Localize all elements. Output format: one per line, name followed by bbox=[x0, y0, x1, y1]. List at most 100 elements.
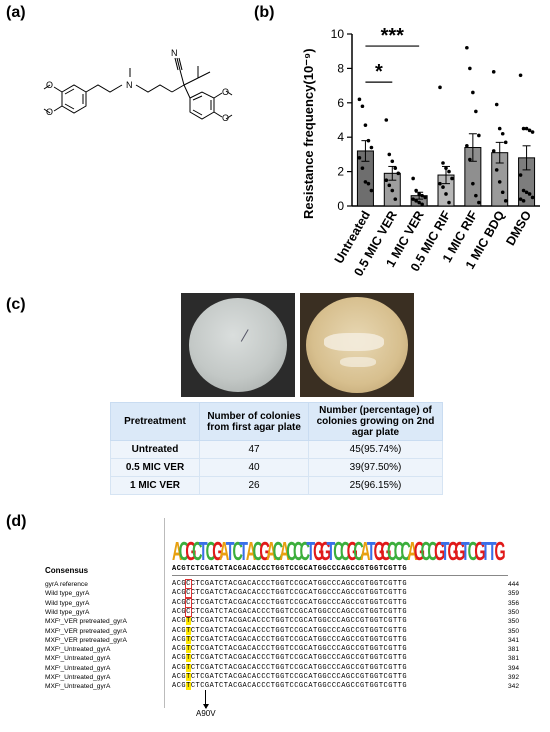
data-point bbox=[417, 200, 421, 205]
arrow-head-icon bbox=[203, 704, 209, 709]
significance-label: * bbox=[375, 61, 383, 83]
data-point bbox=[524, 126, 529, 131]
table-cell: 0.5 MIC VER bbox=[110, 458, 200, 477]
logo-letter: G bbox=[434, 538, 445, 564]
logo-letter: A bbox=[172, 538, 182, 564]
logo-letter: G bbox=[380, 538, 391, 564]
table-cell: 47 bbox=[199, 440, 309, 459]
data-point bbox=[518, 73, 523, 78]
data-point bbox=[471, 90, 475, 95]
sequence-text: ACGCCTCGATCTACGACACCCTGGTCCGCATGGCCCAGCC… bbox=[172, 588, 408, 599]
logo-letter: C bbox=[468, 538, 478, 564]
sequence-name: MXFʳ_Untreated_gyrA bbox=[45, 655, 111, 663]
data-point bbox=[444, 166, 448, 170]
logo-letter: G bbox=[414, 538, 425, 564]
logo-letter: C bbox=[333, 538, 343, 564]
data-point bbox=[387, 183, 392, 188]
sequence-text: ACGTCTCGATCTACGACACCCTGGTCCGCATGGCCCAGCC… bbox=[172, 673, 408, 681]
table-row: 1 MIC VER 26 25(96.15%) bbox=[110, 476, 443, 495]
sequence-length: 444 bbox=[508, 581, 520, 588]
amine-n-atom: N bbox=[126, 80, 133, 90]
consensus-label: Consensus bbox=[45, 566, 89, 575]
logo-letter: C bbox=[387, 538, 397, 564]
data-point bbox=[527, 192, 532, 196]
data-point bbox=[438, 85, 442, 90]
logo-letter: G bbox=[448, 538, 459, 564]
data-point bbox=[396, 171, 401, 176]
logo-letter: C bbox=[232, 538, 242, 564]
nitrile-n-atom: N bbox=[171, 48, 178, 58]
sequence-text: ACGCCTCGATCTACGACACCCTGGTCCGCATGGCCCAGCC… bbox=[172, 597, 408, 608]
data-point bbox=[474, 109, 478, 114]
data-point bbox=[384, 118, 389, 122]
table-cell: Untreated bbox=[110, 440, 200, 459]
logo-letter: C bbox=[273, 538, 283, 564]
logo-letter: C bbox=[421, 538, 431, 564]
logo-letter: T bbox=[239, 538, 248, 564]
sequence-name: gyrA reference bbox=[45, 581, 88, 588]
logo-letter: T bbox=[488, 538, 497, 564]
data-point bbox=[438, 181, 442, 186]
sequence-length: 350 bbox=[508, 608, 520, 616]
table-header: Number of colonies from first agar plate bbox=[199, 402, 309, 441]
table-cell: 26 bbox=[199, 476, 309, 495]
logo-letter: T bbox=[481, 538, 490, 564]
logo-letter: C bbox=[394, 538, 404, 564]
sequence-text: ACGCCTCGATCTACGACACCCTGGTCCGCATGGCCCAGCC… bbox=[172, 579, 408, 589]
logo-letter: C bbox=[353, 538, 363, 564]
panel-label-a: (a) bbox=[6, 4, 26, 21]
sequence-name: Wild type_gyrA bbox=[45, 590, 90, 598]
logo-letter: G bbox=[454, 538, 465, 564]
data-point bbox=[468, 157, 472, 162]
logo-letter: G bbox=[185, 538, 196, 564]
sequence-name: Wild type_gyrA bbox=[45, 599, 90, 607]
data-point bbox=[497, 180, 502, 184]
table-row: 0.5 MIC VER 40 39(97.50%) bbox=[110, 458, 443, 477]
data-point bbox=[441, 161, 445, 165]
logo-letter: C bbox=[179, 538, 189, 564]
data-point bbox=[474, 193, 478, 198]
logo-letter: C bbox=[300, 538, 310, 564]
sequence-text: ACGTCTCGATCTACGACACCCTGGTCCGCATGGCCCAGCC… bbox=[172, 626, 408, 635]
sequence-name: MXFʳ_Untreated_gyrA bbox=[45, 664, 111, 672]
data-point bbox=[494, 168, 499, 172]
sequence-text: ACGTCTCGATCTACGACACCCTGGTCCGCATGGCCCAGCC… bbox=[172, 645, 408, 654]
data-point bbox=[414, 188, 418, 193]
svg-text:O: O bbox=[222, 113, 229, 123]
data-point bbox=[420, 202, 424, 207]
logo-letter: C bbox=[293, 538, 303, 564]
data-point bbox=[500, 190, 505, 195]
data-point bbox=[494, 102, 499, 107]
data-point bbox=[357, 156, 362, 160]
table-cell: 25(96.15%) bbox=[308, 476, 443, 495]
data-point bbox=[477, 200, 481, 205]
logo-letter: T bbox=[199, 538, 208, 564]
data-point bbox=[411, 197, 415, 201]
data-point bbox=[384, 178, 389, 182]
mutation-label: A90V bbox=[196, 709, 216, 718]
logo-letter: G bbox=[313, 538, 324, 564]
sequence-logo: ACGCTCGATCTACGACACCCTGGTCCGCATGGCCCAGCCG… bbox=[172, 538, 506, 564]
data-point bbox=[503, 140, 508, 145]
sequence-length: 381 bbox=[508, 655, 520, 663]
data-point bbox=[447, 200, 451, 205]
logo-letter: G bbox=[320, 538, 331, 564]
sequence-text: ACGTCTCGATCTACGACACCCTGGTCCGCATGGCCCAGCC… bbox=[172, 663, 408, 672]
data-point bbox=[530, 130, 535, 134]
consensus-sequence: ACGTCTCGATCTACGACACCCTGGTCCGCATGGCCCAGCC… bbox=[172, 565, 408, 573]
data-point bbox=[518, 197, 523, 201]
logo-letter: T bbox=[367, 538, 376, 564]
logo-letter: C bbox=[253, 538, 263, 564]
y-tick-label: 0 bbox=[337, 199, 344, 213]
resistance-frequency-chart: Resistance frequency(10⁻⁹) 0246810Untrea… bbox=[301, 25, 540, 279]
logo-letter: T bbox=[226, 538, 235, 564]
data-point bbox=[491, 70, 496, 74]
table-row: Untreated 47 45(95.74%) bbox=[110, 440, 443, 459]
data-point bbox=[471, 181, 475, 186]
logo-letter: C bbox=[206, 538, 216, 564]
panel-label-c: (c) bbox=[6, 296, 26, 313]
logo-letter: G bbox=[474, 538, 485, 564]
logo-letter: T bbox=[461, 538, 470, 564]
x-tick-label: DMSO bbox=[503, 208, 534, 248]
